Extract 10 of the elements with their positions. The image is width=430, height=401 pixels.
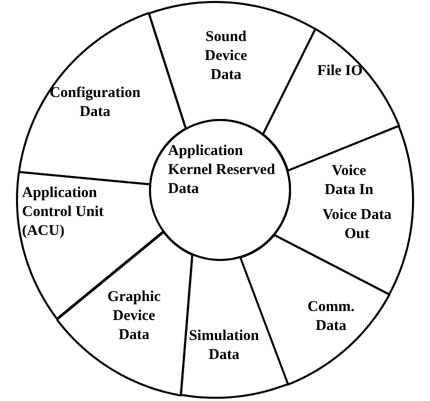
segment-label: Voice Data Out bbox=[321, 206, 392, 244]
segment-label: Voice Data In bbox=[324, 162, 374, 200]
segment-label: Configuration Data bbox=[48, 84, 142, 122]
segment-label: Graphic Device Data bbox=[106, 288, 162, 345]
segment-label: Simulation Data bbox=[188, 326, 260, 365]
segment-label: Comm. Data bbox=[306, 298, 356, 336]
segment-label: Application Kernel Reserved Data bbox=[168, 142, 276, 199]
segment-label: Sound Device Data bbox=[204, 28, 248, 85]
segment-label: Application Control Unit (ACU) bbox=[22, 184, 105, 241]
segment-label: File IO bbox=[316, 62, 364, 81]
